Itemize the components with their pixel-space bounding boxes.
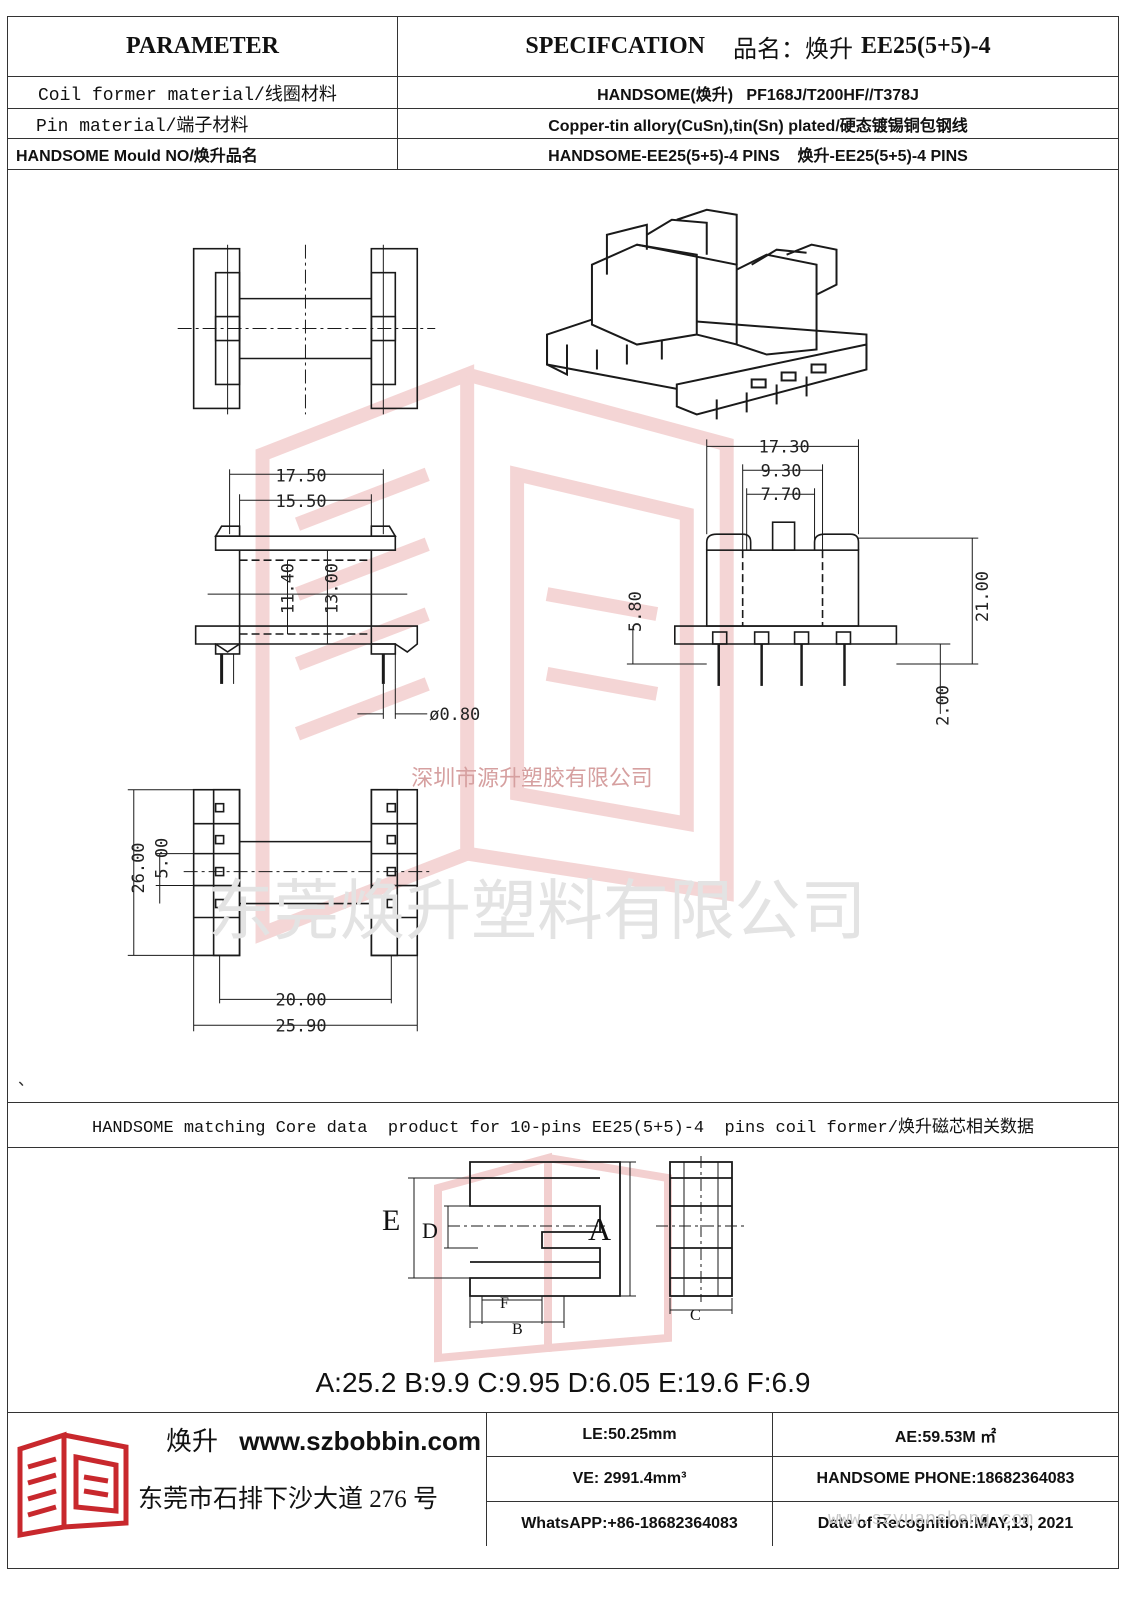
watermark-company-large: 东莞焕升塑料有限公司 <box>208 872 867 949</box>
product-name-value: 焕升 <box>804 37 853 63</box>
watermark-company-small: 深圳市源升塑胶有限公司 <box>411 767 652 792</box>
specification-title: SPECIFCATION <box>525 33 705 59</box>
pin-material-label: Pin material/端子材料 <box>36 116 249 137</box>
cell-ae: AE:59.53M ㎡ <box>772 1413 1118 1457</box>
footer: 焕升 www.szbobbin.com 东莞市石排下沙大道 276 号 LE:5… <box>8 1412 1118 1570</box>
dim-s3: 7.70 <box>761 484 802 504</box>
dim-h2: 13.00 <box>321 563 341 614</box>
technical-drawing: 17.50 15.50 11.40 13.00 ø0.80 17.30 9.30… <box>18 208 992 1089</box>
front-view <box>194 469 428 719</box>
dim-w1: 17.50 <box>276 465 327 485</box>
dim-b-h: 26.00 <box>128 842 148 893</box>
watermark-logo <box>255 364 734 944</box>
side-view <box>626 439 979 714</box>
dim-w2: 15.50 <box>276 491 327 511</box>
top-view <box>177 244 436 415</box>
isometric-view <box>546 208 868 420</box>
cell-whatsapp: WhatsAPP:+86-18682364083 <box>486 1502 772 1546</box>
brand-line: 焕升 www.szbobbin.com <box>166 1421 481 1458</box>
brand-name: 焕升 <box>166 1427 219 1456</box>
brand-address: 东莞市石排下沙大道 276 号 <box>138 1486 439 1513</box>
product-model: EE25(5+5)-4 <box>860 33 991 59</box>
stray-mark: 、 <box>18 1070 34 1089</box>
core-label-f: F <box>500 1295 509 1312</box>
parameter-title: PARAMETER <box>126 33 279 59</box>
dim-b-w2: 25.90 <box>276 1015 327 1035</box>
core-data-title: HANDSOME matching Core data product for … <box>8 1102 1118 1148</box>
cell-le: LE:50.25mm <box>486 1413 772 1457</box>
brand-logo-icon <box>17 1431 129 1538</box>
core-label-e: E <box>382 1204 400 1237</box>
row-coil-material: Coil former material/线圈材料 HANDSOME(焕升) P… <box>8 77 1118 109</box>
mould-no-label: HANDSOME Mould NO/焕升品名 <box>16 148 258 165</box>
core-label-a: A <box>588 1211 611 1247</box>
row-pin-material: Pin material/端子材料 Copper-tin allory(CuSn… <box>8 109 1118 139</box>
bottom-view <box>127 788 430 1032</box>
core-label-c: C <box>690 1307 701 1324</box>
dim-pin-dia: ø0.80 <box>429 704 480 724</box>
dim-h1: 11.40 <box>277 563 297 614</box>
mould-no-value: HANDSOME-EE25(5+5)-4 PINS 焕升-EE25(5+5)-4… <box>548 148 968 165</box>
row-mould-no: HANDSOME Mould NO/焕升品名 HANDSOME-EE25(5+5… <box>8 139 1118 170</box>
watermark-site: www.szyuansheng.com <box>828 1510 1034 1530</box>
dim-b-pitch: 5.00 <box>152 838 172 879</box>
cell-ve: VE: 2991.4mm³ <box>486 1457 772 1502</box>
core-drawing: E D A F B C <box>382 1152 748 1363</box>
specification-header: SPECIFCATION 品名： 焕升 EE25(5+5)-4 <box>398 17 1118 76</box>
coil-material-value: HANDSOME(焕升) PF168J/T200HF//T378J <box>597 86 919 104</box>
core-values: A:25.2 B:9.9 C:9.95 D:6.05 E:19.6 F:6.9 <box>315 1367 811 1398</box>
cell-date: Date of Recognition:MAY,13, 2021 <box>772 1502 1118 1546</box>
dim-s-h: 5.80 <box>625 591 645 632</box>
dim-s1: 17.30 <box>759 436 810 456</box>
brand-website: www.szbobbin.com <box>239 1426 481 1456</box>
dim-s-pin: 2.00 <box>932 685 952 726</box>
dim-b-w1: 20.00 <box>276 989 327 1009</box>
spec-sheet: PARAMETER SPECIFCATION 品名： 焕升 EE25(5+5)-… <box>7 16 1119 1569</box>
product-name-label: 品名： <box>732 37 805 63</box>
core-watermark-logo <box>434 1152 672 1363</box>
coil-material-label: Coil former material/线圈材料 <box>38 85 337 106</box>
cell-phone: HANDSOME PHONE:18682364083 <box>772 1457 1118 1502</box>
parameter-header: PARAMETER <box>8 17 398 76</box>
core-label-d: D <box>422 1218 438 1243</box>
header-row: PARAMETER SPECIFCATION 品名： 焕升 EE25(5+5)-… <box>8 17 1118 77</box>
core-data-title-text: HANDSOME matching Core data product for … <box>92 1119 1034 1138</box>
core-label-b: B <box>512 1321 523 1338</box>
dim-s2: 9.30 <box>761 460 802 480</box>
pin-material-value: Copper-tin allory(CuSn),tin(Sn) plated/硬… <box>548 117 968 135</box>
dim-s-total: 21.00 <box>972 571 992 622</box>
